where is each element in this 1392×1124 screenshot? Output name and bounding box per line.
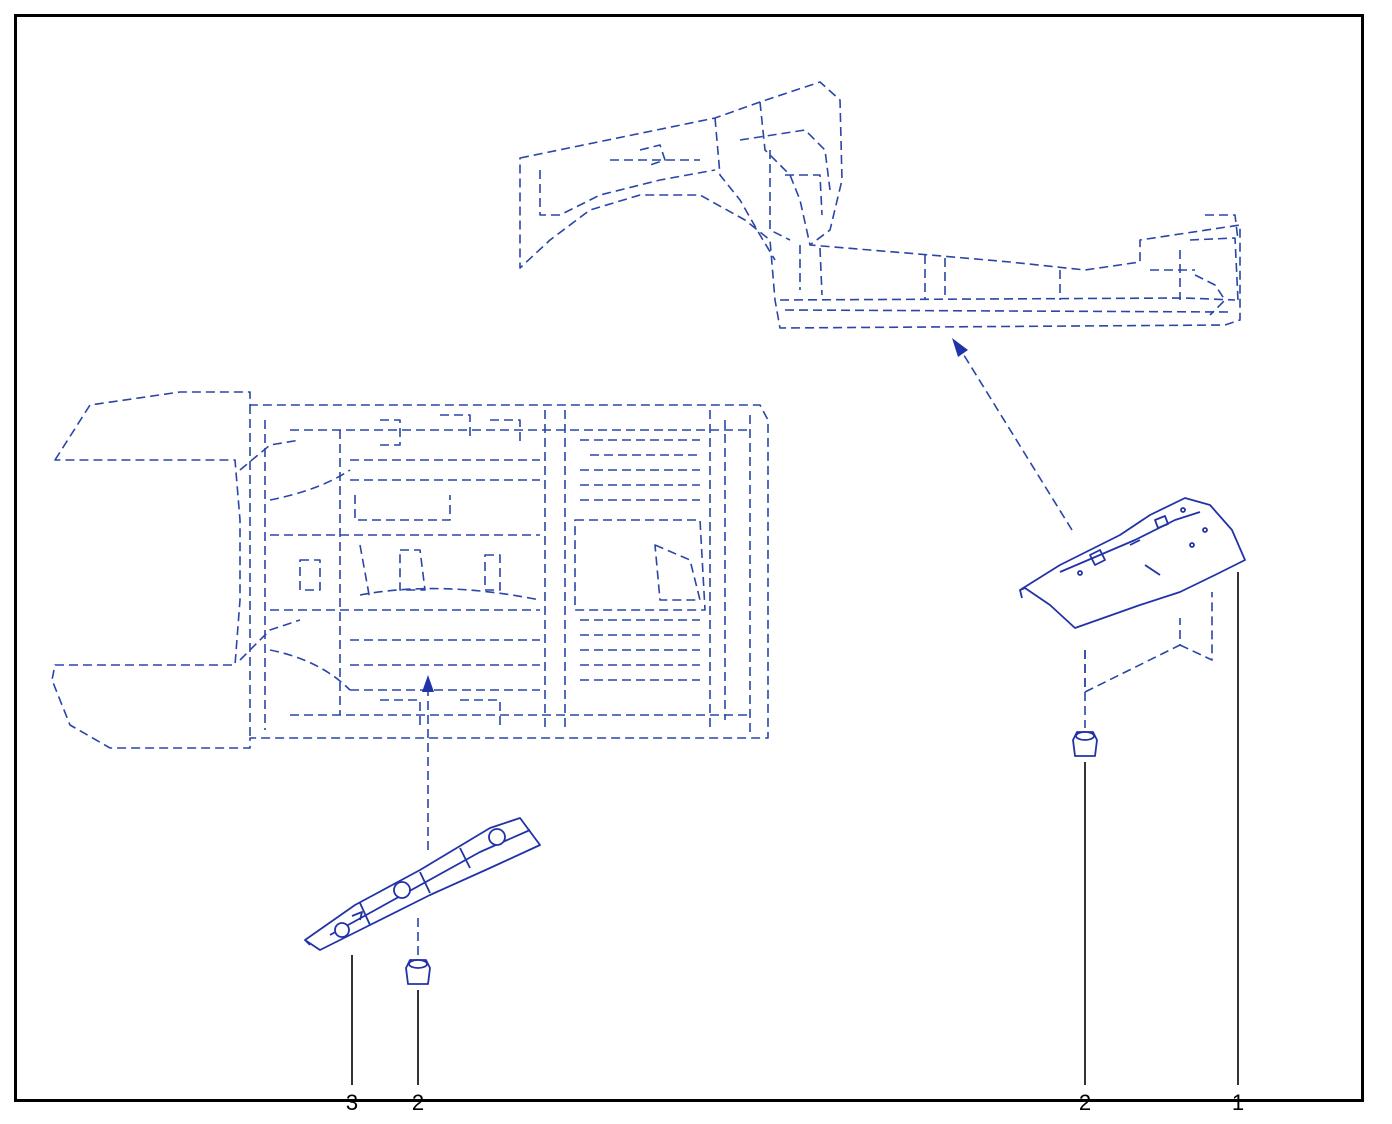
flange-nut-left bbox=[405, 959, 431, 985]
diagram-frame bbox=[14, 14, 1364, 1102]
assembly-arrow-left bbox=[422, 675, 434, 850]
leader-lines bbox=[351, 572, 1239, 1085]
nut-guide-lines bbox=[417, 592, 1213, 955]
floor-pan-phantom bbox=[51, 391, 769, 749]
callout-part-1: 1 bbox=[1232, 1090, 1244, 1115]
frame-rail-phantom bbox=[519, 81, 1241, 329]
heat-shield-part-1 bbox=[1019, 497, 1246, 629]
bracket-part-3 bbox=[304, 817, 541, 951]
flange-nut-right bbox=[1072, 731, 1098, 757]
assembly-arrow-right bbox=[952, 338, 1073, 531]
callout-part-3: 3 bbox=[346, 1090, 358, 1115]
callout-part-2-left: 2 bbox=[412, 1090, 424, 1115]
callout-part-2-right: 2 bbox=[1079, 1090, 1091, 1115]
